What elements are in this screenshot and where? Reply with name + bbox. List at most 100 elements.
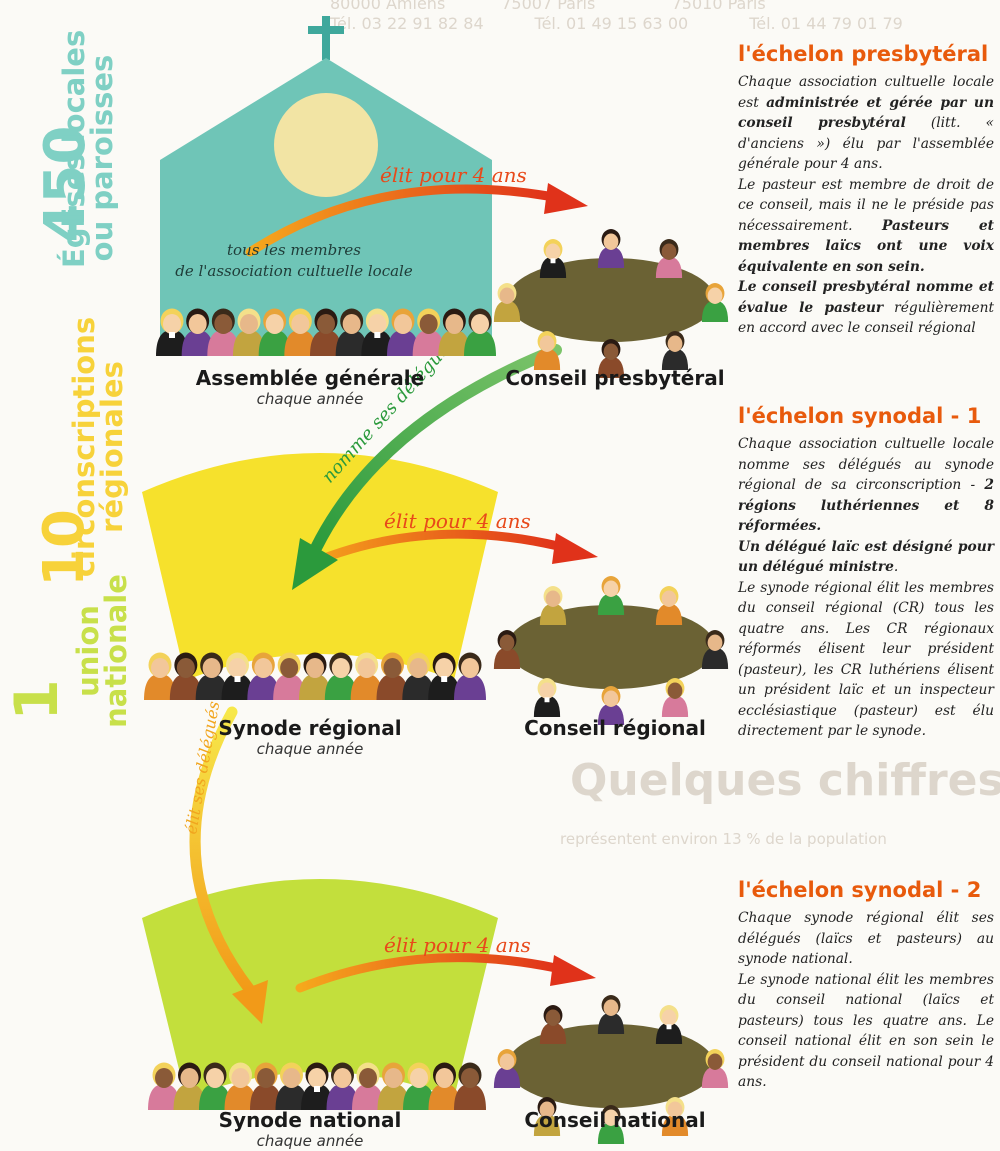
conseil-regional-title: Conseil régional	[524, 716, 706, 740]
council-member	[539, 1005, 567, 1044]
council-member	[533, 331, 561, 370]
crowd-person	[273, 652, 306, 700]
crowd-person	[299, 652, 331, 700]
crowd-person	[310, 308, 342, 356]
crowd-person	[173, 1062, 206, 1110]
elit-arrow-1	[245, 183, 588, 257]
council-member	[655, 1005, 683, 1044]
crowd-person	[428, 652, 461, 700]
council-member	[701, 630, 729, 669]
label-assemblee-generale: Assemblée générale chaque année	[190, 366, 430, 408]
synodal2-p2-a: Le synode national élit les membres du c…	[738, 971, 994, 1091]
assemblee-generale-sub: chaque année	[256, 390, 364, 408]
panel-synodal-2-title: l'échelon synodal - 2	[738, 878, 982, 902]
crowd-person	[144, 652, 176, 700]
crowd-person	[428, 1062, 461, 1110]
assemblee-generale-title: Assemblée générale	[195, 366, 425, 390]
crowd-person	[233, 308, 265, 356]
synode-regional-title: Synode régional	[218, 716, 402, 740]
elit-arrow-2	[295, 529, 598, 573]
council-member	[493, 283, 521, 322]
crowd-person	[350, 652, 383, 700]
elit-label-2: élit pour 4 ans	[384, 509, 531, 533]
crowd-person	[224, 1062, 257, 1110]
panel-synodal-1-title: l'échelon synodal - 1	[738, 404, 982, 428]
delegues-arrow	[189, 706, 268, 1024]
crowd-person	[301, 1062, 333, 1110]
council-member	[539, 239, 567, 278]
synode-national-title: Synode national	[218, 1108, 402, 1132]
council-member	[655, 586, 683, 625]
council-member	[655, 239, 683, 278]
table-presbyteral	[507, 258, 715, 342]
council-member	[493, 630, 521, 669]
council-member	[701, 283, 729, 322]
presbyteral-p1-c: (litt. « d'anciens ») élu par l'assemblé…	[738, 115, 994, 172]
crowd-person	[169, 652, 202, 700]
crowd-person	[221, 652, 254, 700]
crowd-person	[454, 1062, 486, 1110]
crowd-person	[284, 308, 317, 356]
synodal2-p1-a: Chaque synode régional élit ses délégués…	[738, 910, 994, 967]
synode-regional-sub: chaque année	[256, 740, 364, 758]
table-national	[507, 1024, 715, 1108]
crowd-person	[275, 1062, 308, 1110]
elit-arrow-3	[295, 953, 596, 993]
label-conseil-national: Conseil national	[500, 1108, 730, 1132]
crowd-person	[376, 652, 409, 700]
synodal1-p2-a: Un délégué laïc est désigné pour un délé…	[738, 538, 994, 576]
council-member	[597, 995, 625, 1034]
presbyteral-p1-a: Chaque association cultuelle locale est	[738, 74, 994, 111]
presbyteral-p3-a: Le conseil presbytéral nomme et évalue l…	[738, 279, 994, 316]
council-member	[539, 586, 567, 625]
crowd-person	[250, 1062, 282, 1110]
table-regional	[507, 605, 715, 689]
label-conseil-regional: Conseil régional	[500, 716, 730, 740]
crowd-person	[412, 308, 445, 356]
council-member	[661, 678, 689, 717]
crowd-person	[326, 1062, 359, 1110]
conseil-presbyteral-title: Conseil presbytéral	[505, 366, 725, 390]
council-member	[661, 331, 689, 370]
crowd-person	[335, 308, 368, 356]
crowd-person	[361, 308, 394, 356]
elit-label-3: élit pour 4 ans	[384, 933, 531, 957]
panel-synodal-2-text: Chaque synode régional élit ses délégués…	[738, 908, 994, 1093]
crowd-person	[247, 652, 280, 700]
council-member	[701, 1049, 729, 1088]
crowd-person	[403, 1062, 435, 1110]
council-member	[597, 686, 625, 725]
crowd-person	[199, 1062, 231, 1110]
elit-label-1: élit pour 4 ans	[380, 163, 527, 187]
synodal1-p2-b: .	[893, 559, 899, 575]
synodal1-p1-b: 2 régions luthériennes et 8 réformées.	[738, 477, 994, 534]
presbyteral-p3-b: régulièrement en accord avec le conseil …	[738, 299, 995, 337]
crowd-person	[258, 308, 291, 356]
church-shape	[160, 16, 492, 356]
crowd-person	[181, 308, 214, 356]
council-member	[493, 1049, 521, 1088]
crowd-person	[377, 1062, 410, 1110]
presbyteral-p2-b: Pasteurs et membres laïcs ont une voix é…	[738, 217, 994, 275]
crowd-person	[387, 308, 419, 356]
panel-presbyteral-title: l'échelon presbytéral	[738, 42, 989, 66]
crowd-person	[207, 308, 240, 356]
label-conseil-presbyteral: Conseil presbytéral	[500, 366, 730, 390]
crowd-person	[464, 308, 496, 356]
panel-presbyteral-text: Chaque association cultuelle locale est …	[738, 72, 994, 339]
church-text-line2: de l'association cultuelle locale	[175, 262, 413, 280]
crowd-person	[438, 308, 471, 356]
crowd-person	[324, 652, 357, 700]
synodal1-p1-a: Chaque association cultuelle locale nomm…	[738, 436, 994, 493]
crowd-person	[156, 308, 188, 356]
council-member	[597, 229, 625, 268]
synode-national-sub: chaque année	[256, 1132, 364, 1150]
council-member	[597, 1105, 625, 1144]
conseil-national-title: Conseil national	[524, 1108, 706, 1132]
crowd-person	[402, 652, 435, 700]
label-synode-national: Synode national chaque année	[190, 1108, 430, 1150]
crowd-person	[352, 1062, 384, 1110]
council-member	[533, 678, 561, 717]
crowd-person	[195, 652, 228, 700]
presbyteral-p1-b: administrée et gérée par un conseil pres…	[738, 94, 994, 132]
